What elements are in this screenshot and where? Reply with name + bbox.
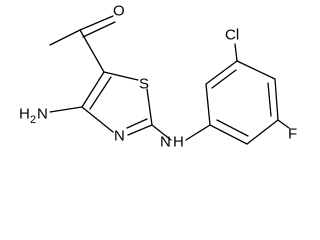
bond-carbonyl-o-2 xyxy=(82,21,116,38)
fluorine-label: F xyxy=(288,126,297,143)
bond-nh-aryl xyxy=(185,124,211,141)
bond-c5-c4-1 xyxy=(81,71,105,108)
oxygen-label: O xyxy=(113,3,125,20)
bond-c2-n3-2 xyxy=(126,118,148,129)
ring-nitrogen-label: N xyxy=(114,128,125,145)
bond-ar-6-inner xyxy=(216,119,249,137)
bond-aryl-cl xyxy=(234,43,238,62)
amine-n-label: N xyxy=(37,106,48,123)
bond-carbonyl-c5 xyxy=(79,29,105,73)
chemical-structure: O H 2 N S N N H Cl F xyxy=(19,3,297,151)
chlorine-label: Cl xyxy=(225,27,239,44)
bond-c4-nh2 xyxy=(49,106,83,113)
bond-ar-6 xyxy=(209,124,248,145)
bond-aryl-f xyxy=(277,119,290,129)
bond-lines xyxy=(49,15,290,145)
amine-subscript-label: 2 xyxy=(30,114,36,126)
bond-ar-3 xyxy=(236,60,276,80)
bond-ar-4 xyxy=(274,78,279,121)
bond-ar-5 xyxy=(246,119,279,145)
sulfur-label: S xyxy=(139,76,149,93)
bond-carbonyl-o-1 xyxy=(79,15,114,31)
bond-c2-n3-1 xyxy=(127,124,153,136)
bond-methyl-carbonyl xyxy=(49,29,81,46)
atom-labels: O H 2 N S N N H Cl F xyxy=(19,3,297,151)
bond-c5-c4-2 xyxy=(89,76,112,110)
bond-c5-s xyxy=(103,71,139,81)
amine-h-label: H xyxy=(19,106,30,123)
bond-ar-2 xyxy=(205,60,238,85)
nh-n-label: N xyxy=(160,134,171,151)
bond-ar-4-inner xyxy=(267,82,272,117)
bond-ar-1 xyxy=(205,83,211,126)
nh-h-label: H xyxy=(173,134,184,151)
bond-c2-nh xyxy=(151,124,172,141)
bond-ar-2-inner xyxy=(211,69,237,89)
bond-s-c2 xyxy=(146,88,153,126)
bond-n3-c4 xyxy=(81,106,114,133)
